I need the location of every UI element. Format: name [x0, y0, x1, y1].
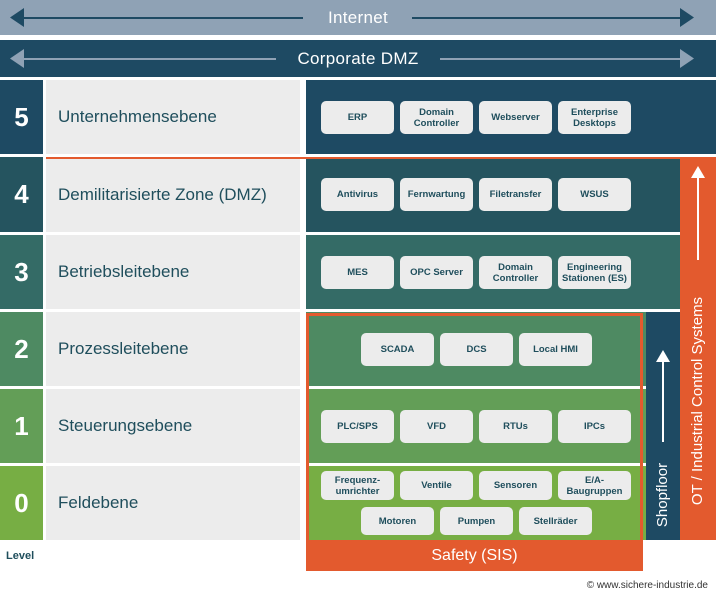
chip-domain-controller: Domain Controller — [400, 101, 473, 134]
level-4-name: Demilitarisierte Zone (DMZ) — [46, 157, 300, 232]
chip-erp: ERP — [321, 101, 394, 134]
chip-domain-controller: Domain Controller — [479, 256, 552, 289]
chip-sensoren: Sensoren — [479, 471, 552, 500]
chip-wsus: WSUS — [558, 178, 631, 211]
dmz-arrow-line-left — [18, 57, 276, 60]
level-0-number: 0 — [0, 466, 43, 540]
level-2-name: Prozessleitebene — [46, 312, 300, 386]
dmz-arrow-line-right — [440, 57, 684, 60]
safety-label: Safety (SIS) — [431, 546, 518, 564]
chip-dcs: DCS — [440, 333, 513, 366]
level-1-number: 1 — [0, 389, 43, 463]
chip-motoren: Motoren — [361, 507, 434, 535]
chip-ipcs: IPCs — [558, 410, 631, 443]
chip-enterprise-desktops: Enterprise Desktops — [558, 101, 631, 134]
internet-label: Internet — [327, 7, 389, 27]
chip-filetransfer: Filetransfer — [479, 178, 552, 211]
level-3-name: Betriebsleitebene — [46, 235, 300, 309]
dmz-border-line — [46, 157, 680, 159]
chip-stellraeder: Stellräder — [519, 507, 592, 535]
chip-scada: SCADA — [361, 333, 434, 366]
arrow-up-icon — [656, 350, 670, 362]
level-0-name: Feldebene — [46, 466, 300, 540]
row-separator — [309, 386, 640, 389]
level-legend: Level — [6, 550, 35, 562]
chip-ea-baugruppen: E/A-Baugruppen — [558, 471, 631, 500]
chip-pumpen: Pumpen — [440, 507, 513, 535]
chip-mes: MES — [321, 256, 394, 289]
safety-outline — [306, 313, 643, 540]
arrow-up-icon — [691, 166, 705, 178]
arrow-left-icon — [10, 49, 24, 68]
chip-opc-server: OPC Server — [400, 256, 473, 289]
chip-local-hmi: Local HMI — [519, 333, 592, 366]
level-5-name: Unternehmensebene — [46, 80, 300, 154]
corporate-dmz-band: Corporate DMZ — [0, 40, 716, 77]
chip-vfd: VFD — [400, 410, 473, 443]
chip-fernwartung: Fernwartung — [400, 178, 473, 211]
level-2-number: 2 — [0, 312, 43, 386]
ot-arrow-line — [697, 178, 699, 260]
chip-antivirus: Antivirus — [321, 178, 394, 211]
chip-plc-sps: PLC/SPS — [321, 410, 394, 443]
chip-engineering-stationen: Engineering Stationen (ES) — [558, 256, 631, 289]
arrow-left-icon — [10, 8, 24, 27]
row-separator — [309, 463, 640, 466]
arrow-right-icon — [680, 8, 694, 27]
level-5-number: 5 — [0, 80, 43, 154]
level-1-name: Steuerungsebene — [46, 389, 300, 463]
safety-bar: Safety (SIS) — [306, 540, 643, 571]
ot-label: OT / Industrial Control Systems — [689, 296, 706, 506]
copyright-text: © www.sichere-industrie.de — [586, 580, 708, 591]
chip-frequenzumrichter: Frequenz-umrichter — [321, 471, 394, 500]
shopfloor-arrow-line — [662, 362, 664, 442]
arrow-right-icon — [680, 49, 694, 68]
chip-webserver: Webserver — [479, 101, 552, 134]
shopfloor-label: Shopfloor — [654, 462, 671, 528]
internet-band: Internet — [0, 0, 716, 35]
internet-arrow-line-left — [18, 16, 303, 19]
level-3-number: 3 — [0, 235, 43, 309]
corporate-dmz-label: Corporate DMZ — [297, 48, 419, 68]
internet-arrow-line-right — [412, 16, 682, 19]
level-4-number: 4 — [0, 157, 43, 232]
chip-ventile: Ventile — [400, 471, 473, 500]
chip-rtus: RTUs — [479, 410, 552, 443]
